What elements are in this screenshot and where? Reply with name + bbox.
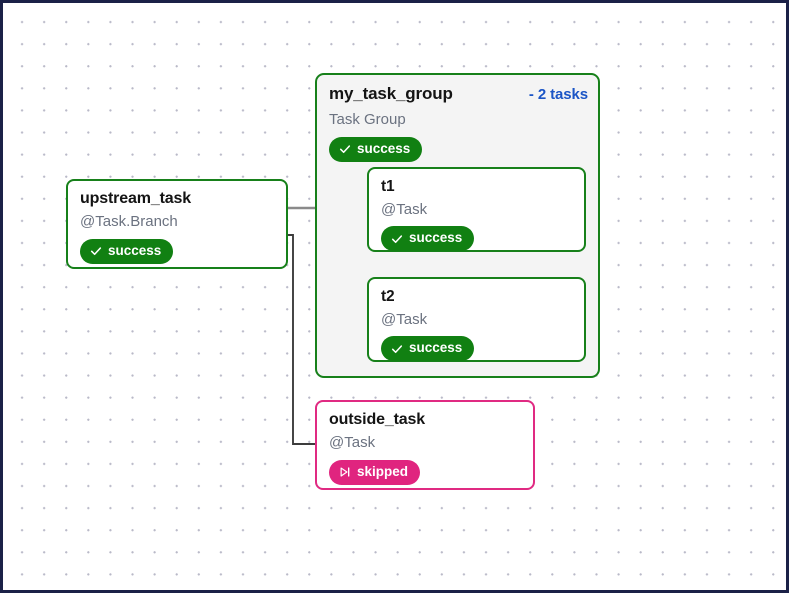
task-node-t1-status-badge: success (381, 226, 475, 252)
task-node-t2-title: t2 (381, 288, 395, 305)
edge-upstream_task-to-outside_task (288, 234, 315, 445)
check-icon (339, 143, 351, 155)
task-group-status-badge: success (329, 137, 423, 162)
task-node-upstream_task[interactable]: upstream_task @Task.Branch success (66, 179, 288, 269)
task-group-count-toggle[interactable]: - 2 tasks (528, 86, 588, 103)
task-node-t2-status-label: success (409, 340, 463, 356)
task-group-my_task_group[interactable]: my_task_group - 2 tasks Task Group succe… (315, 73, 600, 378)
task-node-outside_task-status-badge: skipped (329, 459, 421, 485)
task-group-type-label: Task Group (329, 111, 406, 128)
task-node-upstream_task-title: upstream_task (80, 190, 191, 207)
task-node-t1-title: t1 (381, 178, 395, 195)
task-group-header: my_task_group - 2 tasks Task Group succe… (329, 84, 588, 162)
task-node-outside_task-type-label: @Task (329, 434, 376, 452)
check-icon (391, 343, 403, 355)
task-group-title: my_task_group (329, 84, 453, 103)
task-node-outside_task[interactable]: outside_task @Task skipped (315, 400, 535, 490)
task-node-outside_task-status-label: skipped (357, 463, 409, 479)
task-node-t1[interactable]: t1 @Task success (367, 167, 586, 252)
task-node-t2-type-label: @Task (381, 310, 428, 328)
check-icon (90, 245, 102, 257)
skip-forward-icon (339, 466, 351, 478)
task-node-upstream_task-status-label: success (108, 242, 162, 258)
task-node-t1-status-label: success (409, 230, 463, 246)
task-node-outside_task-title: outside_task (329, 411, 426, 428)
task-node-upstream_task-status-badge: success (80, 238, 174, 264)
check-icon (391, 233, 403, 245)
task-group-status-label: success (357, 141, 411, 156)
task-node-upstream_task-type-label: @Task.Branch (80, 213, 178, 231)
task-node-t2-status-badge: success (381, 336, 475, 362)
task-node-t2[interactable]: t2 @Task success (367, 277, 586, 362)
task-node-t1-type-label: @Task (381, 200, 428, 218)
